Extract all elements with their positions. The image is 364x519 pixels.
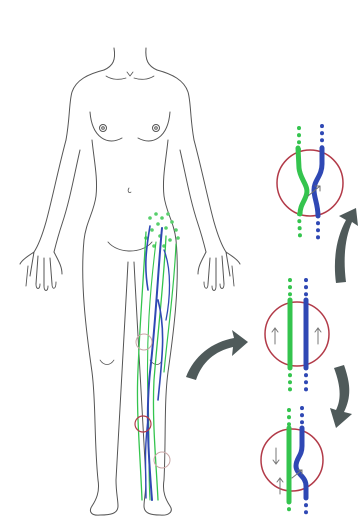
- process-arrows: [186, 208, 358, 428]
- top-inset-green-vessel: [298, 148, 307, 214]
- arrow-to-middle-inset-icon: [186, 330, 248, 380]
- leg-vein-network: [135, 212, 180, 500]
- clavicle-right: [134, 76, 154, 79]
- top-inset-crossing: [277, 126, 343, 238]
- middle-inset-up-arrow-left-icon: [272, 328, 278, 344]
- foot-left: [90, 506, 118, 515]
- middle-inset-up-arrow-right-icon: [315, 328, 321, 344]
- top-inset-blue-vessel: [314, 148, 322, 216]
- sternal-notch: [127, 72, 133, 76]
- clavicle-left: [106, 76, 126, 79]
- torso-left: [84, 140, 97, 240]
- shoulder-right: [157, 70, 194, 140]
- bottom-inset-circle: [261, 429, 323, 491]
- leg-left-outer: [83, 240, 99, 506]
- nipple-right-inner: [155, 127, 158, 130]
- torso-right: [163, 140, 176, 240]
- shoulder-left: [66, 70, 104, 140]
- top-inset-circle: [277, 150, 343, 216]
- middle-inset-parallel-flow: [265, 280, 329, 392]
- neck-left: [104, 48, 115, 70]
- foot-right: [144, 506, 171, 515]
- navel: [128, 188, 131, 193]
- blue-vein-branch-2: [158, 300, 163, 400]
- leg-left-inner: [116, 262, 128, 506]
- arm-left-inner: [54, 150, 80, 252]
- arrow-up-to-top-inset-icon: [335, 208, 358, 283]
- top-inset-green-dots-lower: [299, 214, 300, 236]
- arm-left-outer: [34, 140, 66, 252]
- breast-right: [138, 112, 170, 141]
- leg-right-outer: [163, 240, 177, 506]
- nipple-left-inner: [102, 127, 105, 130]
- nipple-left-outer: [100, 125, 107, 132]
- arm-right-outer: [194, 140, 226, 252]
- human-figure: [20, 48, 240, 515]
- bottom-inset-up-arrow-icon: [277, 478, 283, 494]
- neck-right: [146, 48, 157, 70]
- bottom-inset-blue-vessel: [296, 428, 306, 498]
- bottom-inset-down-arrow-icon: [273, 448, 279, 464]
- bottom-inset-reconnection: [261, 408, 323, 516]
- nipple-right-outer: [153, 125, 160, 132]
- arm-right-inner: [180, 150, 206, 252]
- marker-circle-calf: [154, 452, 170, 468]
- green-vein-3: [164, 244, 176, 372]
- arrow-down-to-bottom-inset-icon: [330, 365, 352, 428]
- knee-left: [100, 360, 114, 365]
